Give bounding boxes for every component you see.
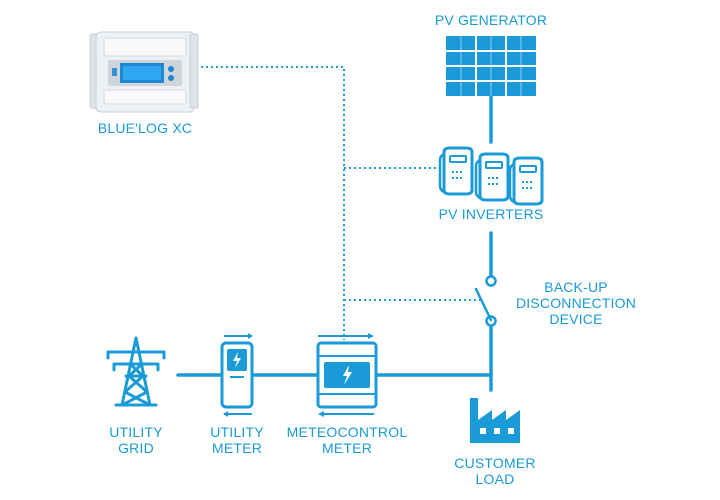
pv-inverters-label: PV INVERTERS — [416, 206, 566, 222]
bluelog-label: BLUE'LOG XC — [80, 120, 210, 136]
customer-load-label-line-2: LOAD — [475, 471, 515, 487]
backup-disconnection-label: BACK-UP DISCONNECTION DEVICE — [506, 279, 646, 327]
meteocontrol-meter-label: METEOCONTROL METER — [282, 424, 412, 456]
backup-label-line-2: DISCONNECTION — [515, 295, 637, 311]
comm-line-bluelog — [196, 66, 345, 340]
utility-grid-label-line-1: UTILITY — [109, 424, 163, 440]
pv-generator-label-text: PV GENERATOR — [434, 12, 548, 28]
utility-grid-label-line-2: GRID — [118, 440, 154, 456]
meter-icon — [220, 333, 254, 417]
customer-load-label: CUSTOMER LOAD — [445, 455, 545, 487]
meteocontrol-meter-label-line-1: METEOCONTROL — [286, 424, 408, 440]
factory-icon — [470, 398, 520, 443]
utility-meter-label-line-2: METER — [212, 440, 262, 456]
utility-meter-label: UTILITY METER — [197, 424, 277, 456]
solar-panel-icon — [446, 36, 536, 96]
pv-generator-label: PV GENERATOR — [426, 12, 556, 28]
din-rail-meter-icon — [316, 333, 378, 417]
customer-load-label-line-1: CUSTOMER — [454, 455, 536, 471]
datalogger-device-icon — [89, 31, 199, 113]
communication-lines — [196, 66, 480, 340]
meteocontrol-meter-label-line-2: METER — [322, 440, 372, 456]
transmission-tower-icon — [106, 336, 166, 407]
pv-inverters-label-text: PV INVERTERS — [438, 206, 544, 222]
disconnect-switch-icon — [474, 275, 497, 327]
power-lines — [176, 94, 493, 392]
utility-meter-label-line-1: UTILITY — [210, 424, 264, 440]
inverter-icon — [438, 146, 544, 206]
bluelog-label-text: BLUE'LOG XC — [97, 120, 193, 136]
backup-label-line-3: DEVICE — [549, 311, 603, 327]
backup-label-line-1: BACK-UP — [544, 279, 608, 295]
utility-grid-label: UTILITY GRID — [96, 424, 176, 456]
